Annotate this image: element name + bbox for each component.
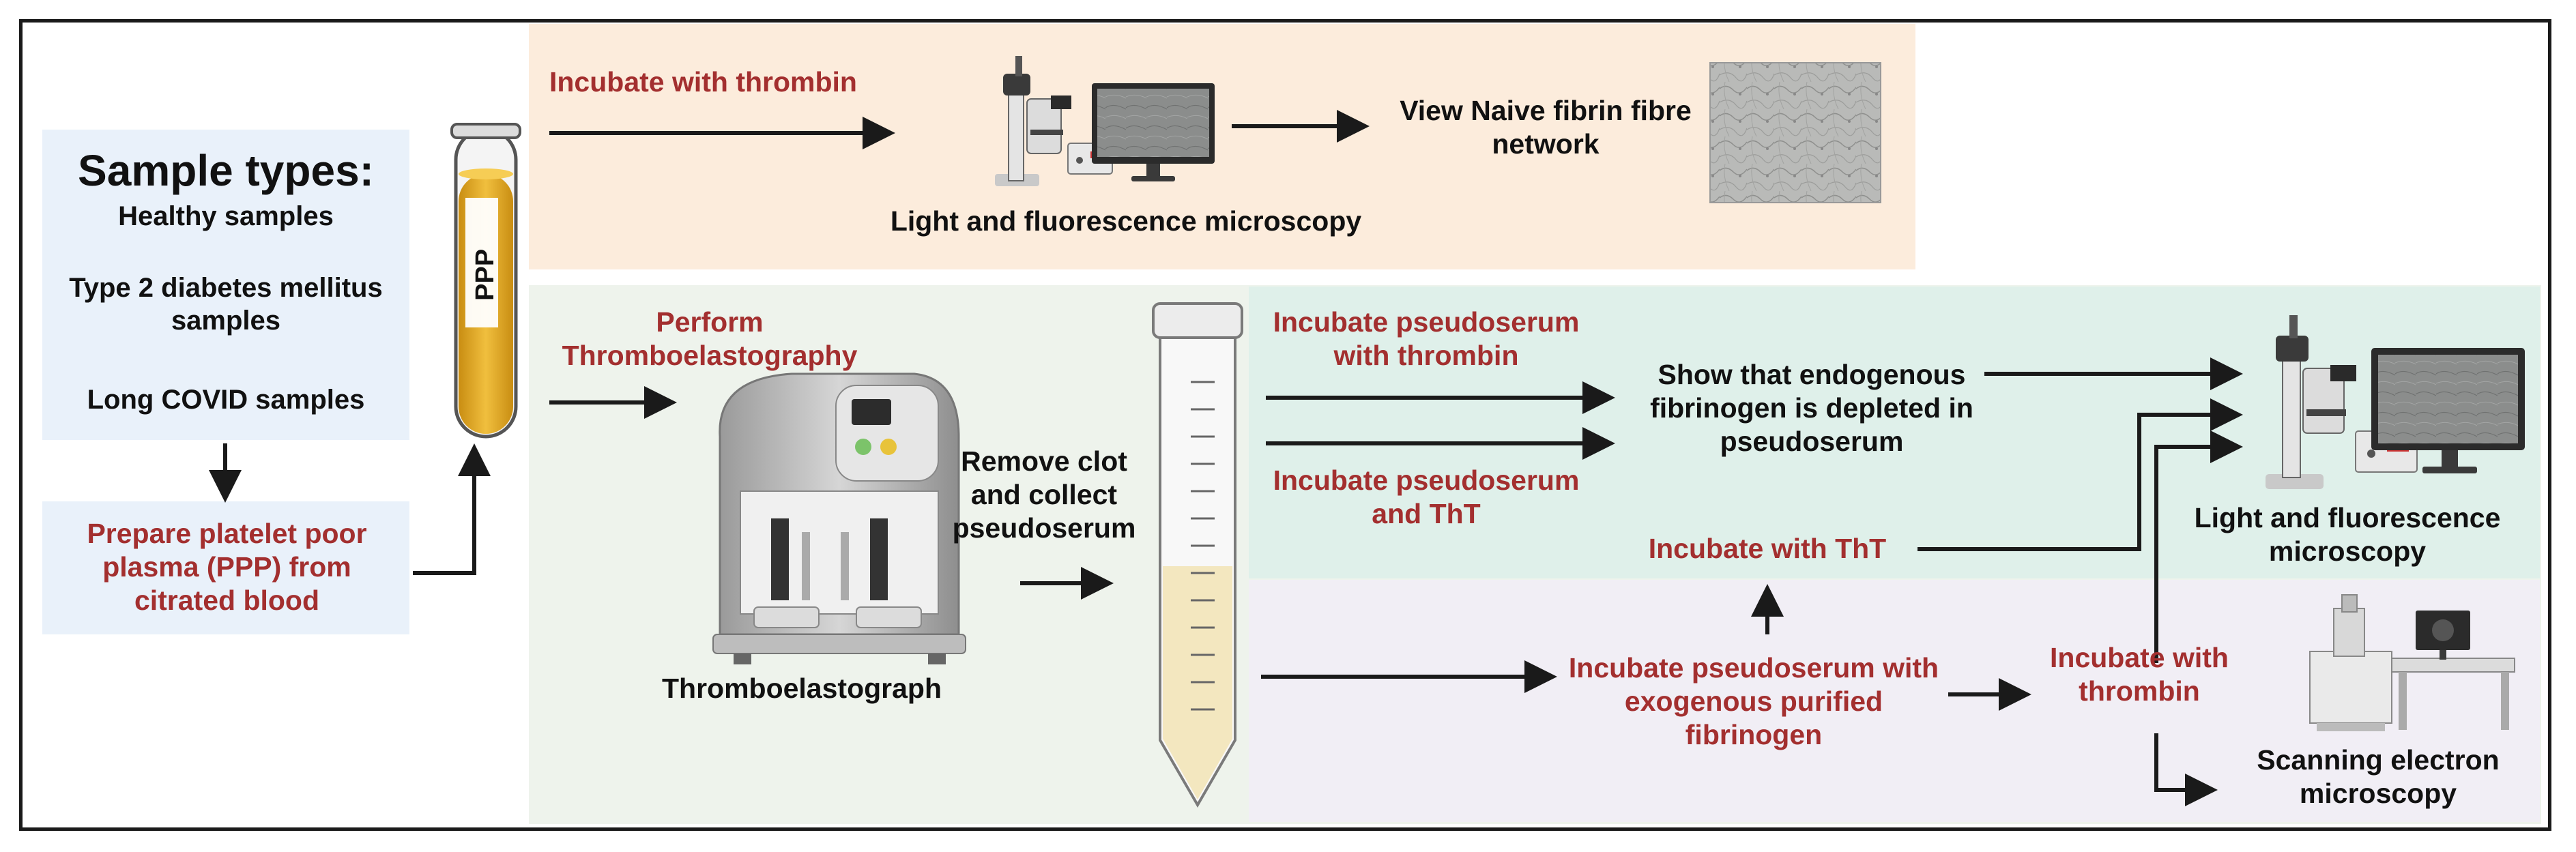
top-workflow-panel [529,24,1915,269]
scanning-electron-microscope-icon [2309,594,2515,731]
microscope-icon [995,56,1215,186]
sample-types-title: Sample types: [78,146,374,195]
sample-types-panel [42,130,409,440]
microscope-icon [2266,315,2525,489]
fibrin-network-micrograph [1709,62,1881,203]
sem-output: Scanning electron microscopy [2257,744,2500,810]
conical-tube-icon [1152,302,1243,808]
sample-t2dm: Type 2 diabetes mellitus samples [69,273,383,336]
remove-clot-label: Remove clot and collect pseudoserum [952,445,1136,544]
light-microscopy-output: Light and fluorescence microscopy [2194,502,2501,568]
incubate-thrombin-top: Incubate with thrombin [549,66,857,98]
figure-border [19,19,2551,831]
arrow-tht-to-microscope [1917,398,2243,551]
incubate-pseudoserum-tht: Incubate pseudoserum and ThT [1273,465,1580,530]
arrow-prepare-to-tube [413,443,491,575]
show-fibrinogen-depleted: Show that endogenous fibrinogen is deple… [1650,359,1973,458]
incubate-with-thrombin: Incubate with thrombin [2050,642,2229,707]
perform-teg-label: Perform Thromboelastography [562,306,858,372]
prepare-ppp-label: Prepare platelet poor plasma (PPP) from … [87,518,367,617]
arrow-thrombin-to-microscope [2154,430,2243,663]
top-microscopy-label: Light and fluorescence microscopy [890,205,1362,237]
tube-label: PPP [471,248,500,301]
prepare-ppp-panel [42,501,409,634]
thromboelastograph-icon [712,372,966,664]
sample-long-covid: Long COVID samples [87,385,365,415]
teg-device-label: Thromboelastograph [661,673,942,704]
incubate-with-tht: Incubate with ThT [1648,533,1887,564]
view-fibre-network: View Naive fibrin fibre network [1400,95,1692,160]
test-tube-icon [450,123,521,439]
flow-arrows [209,110,2243,806]
incubate-exogenous-fibrinogen: Incubate pseudoserum with exogenous puri… [1568,652,1939,751]
incubate-pseudoserum-thrombin: Incubate pseudoserum with thrombin [1273,306,1580,372]
arrow-thrombin-to-sem [2154,733,2218,806]
sample-healthy: Healthy samples [118,201,334,231]
